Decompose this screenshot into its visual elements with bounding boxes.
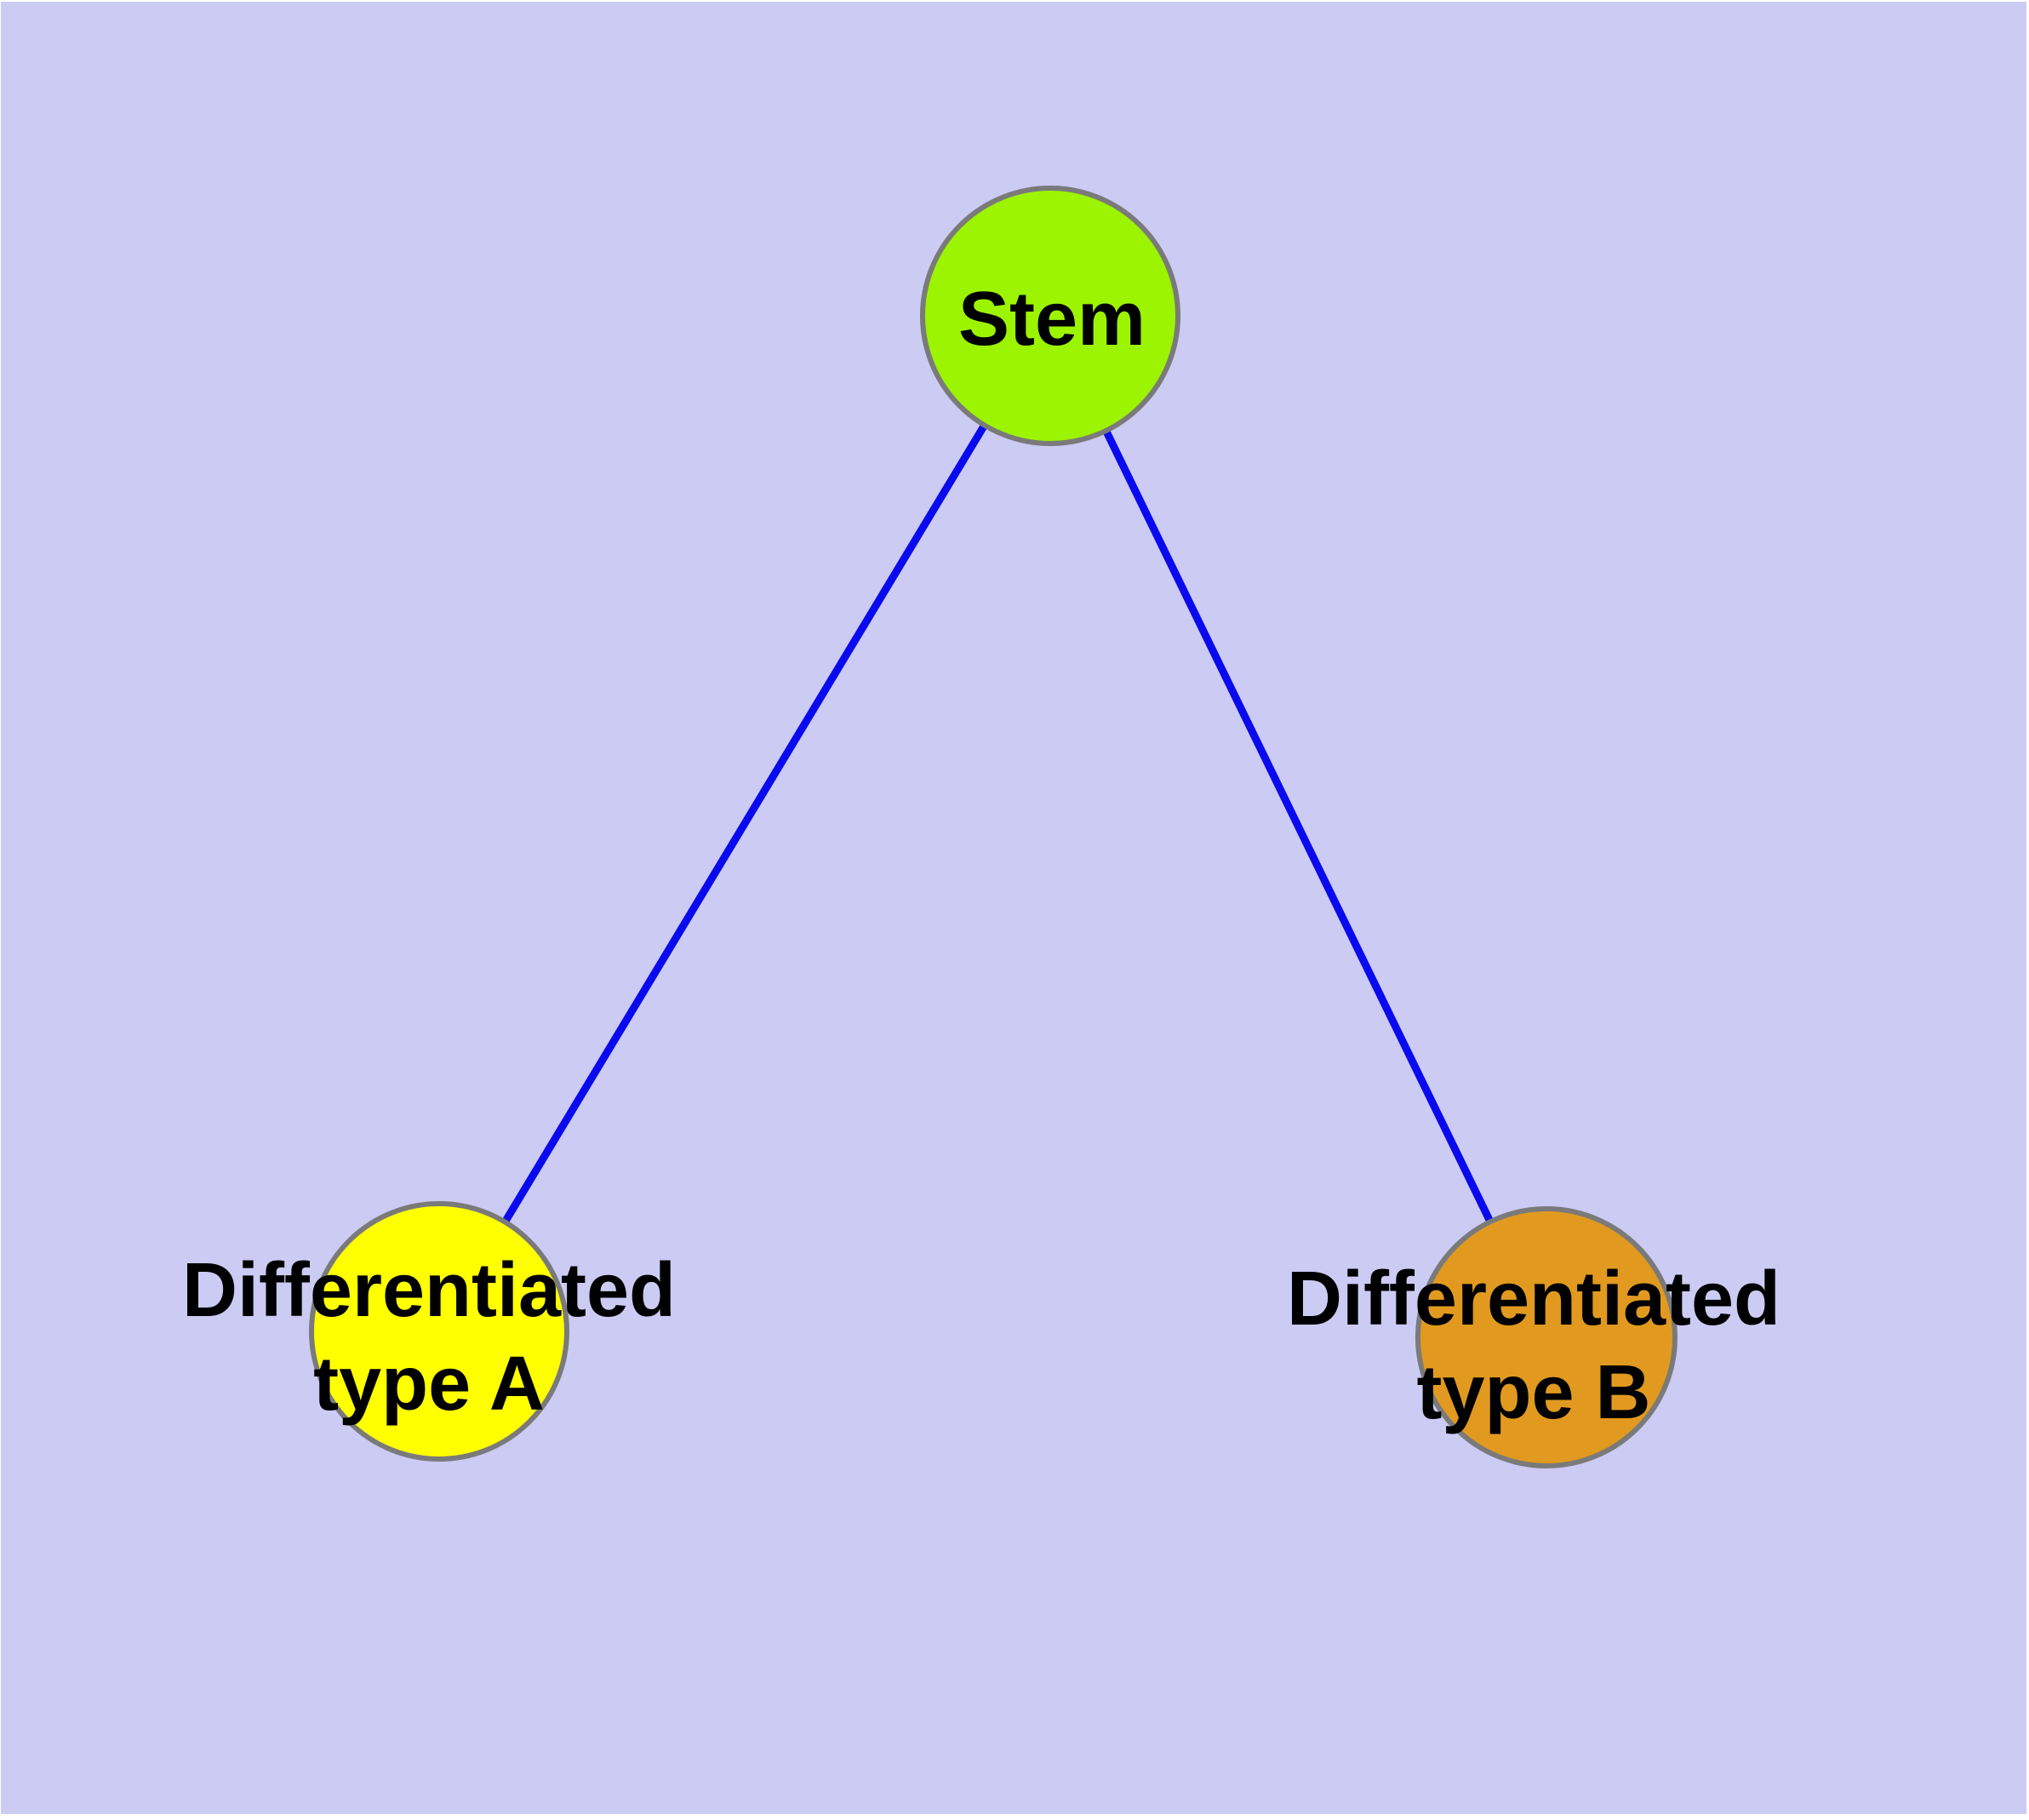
node-label-line: type A [313, 1342, 545, 1427]
edge-stem-differentiated-type-a [436, 313, 1054, 1334]
node-label-line: Differentiated [182, 1248, 676, 1333]
node-label-line: Differentiated [1287, 1256, 1780, 1342]
node-label-stem: Stem [958, 277, 1146, 362]
node-stem [920, 186, 1180, 446]
node-label-line: Stem [958, 277, 1146, 362]
node-label-line: type B [1416, 1350, 1650, 1435]
node-differentiated-type-b [1415, 1206, 1677, 1468]
edges-layer [436, 313, 1551, 1339]
node-label-differentiated-type-a: Differentiated type A [182, 1248, 676, 1427]
edge-stem-differentiated-type-b [1046, 314, 1551, 1339]
node-differentiated-type-a [309, 1201, 569, 1462]
nodes-layer [309, 186, 1677, 1468]
